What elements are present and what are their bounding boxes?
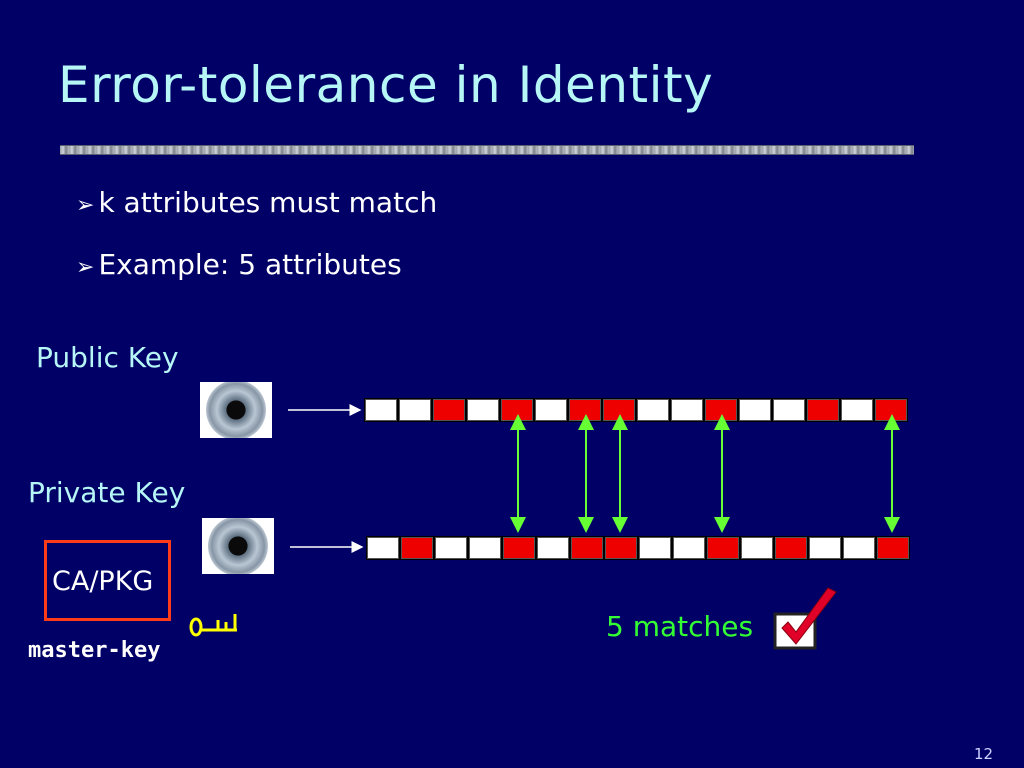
public-attribute-cell [399,399,431,421]
public-iris-image [200,382,272,438]
public-attribute-cell [637,399,669,421]
private-attribute-cell [843,537,875,559]
bullet-text: Example: 5 attributes [98,248,402,281]
public-attribute-cell [807,399,839,421]
private-iris-image [202,518,274,574]
public-attribute-cell [535,399,567,421]
private-attribute-cell [809,537,841,559]
ca-pkg-label: CA/PKG [52,566,154,597]
public-attribute-cell [365,399,397,421]
public-attribute-cell [739,399,771,421]
public-attribute-cell [773,399,805,421]
ca-pkg-box [44,540,171,621]
slide-title: Error-tolerance in Identity [58,56,714,114]
private-attribute-cell [741,537,773,559]
private-attribute-cell [367,537,399,559]
private-attribute-cell [469,537,501,559]
public-attribute-row [364,398,908,422]
private-key-label: Private Key [28,476,186,509]
bullet-arrow-icon: ➢ [76,193,95,218]
private-attribute-cell [571,537,603,559]
title-divider [60,145,914,155]
private-attribute-cell [435,537,467,559]
key-icon [189,614,237,637]
public-attribute-cell [467,399,499,421]
private-attribute-cell [401,537,433,559]
private-attribute-row [366,536,910,560]
bullet-text: k attributes must match [98,186,438,219]
private-attribute-cell [639,537,671,559]
public-attribute-cell [671,399,703,421]
public-attribute-cell [841,399,873,421]
private-attribute-cell [605,537,637,559]
bullet-arrow-icon: ➢ [76,255,95,280]
bullet-item-2: ➢Example: 5 attributes [76,248,402,281]
private-attribute-cell [707,537,739,559]
checkmark-icon [773,587,837,650]
page-number: 12 [974,745,994,763]
public-attribute-cell [433,399,465,421]
private-attribute-cell [775,537,807,559]
private-attribute-cell [537,537,569,559]
public-key-label: Public Key [36,341,179,374]
private-attribute-cell [673,537,705,559]
master-key-label: master-key [28,638,161,663]
private-attribute-cell [877,537,909,559]
private-attribute-cell [503,537,535,559]
bullet-item-1: ➢k attributes must match [76,186,437,219]
matches-label: 5 matches [606,610,754,643]
